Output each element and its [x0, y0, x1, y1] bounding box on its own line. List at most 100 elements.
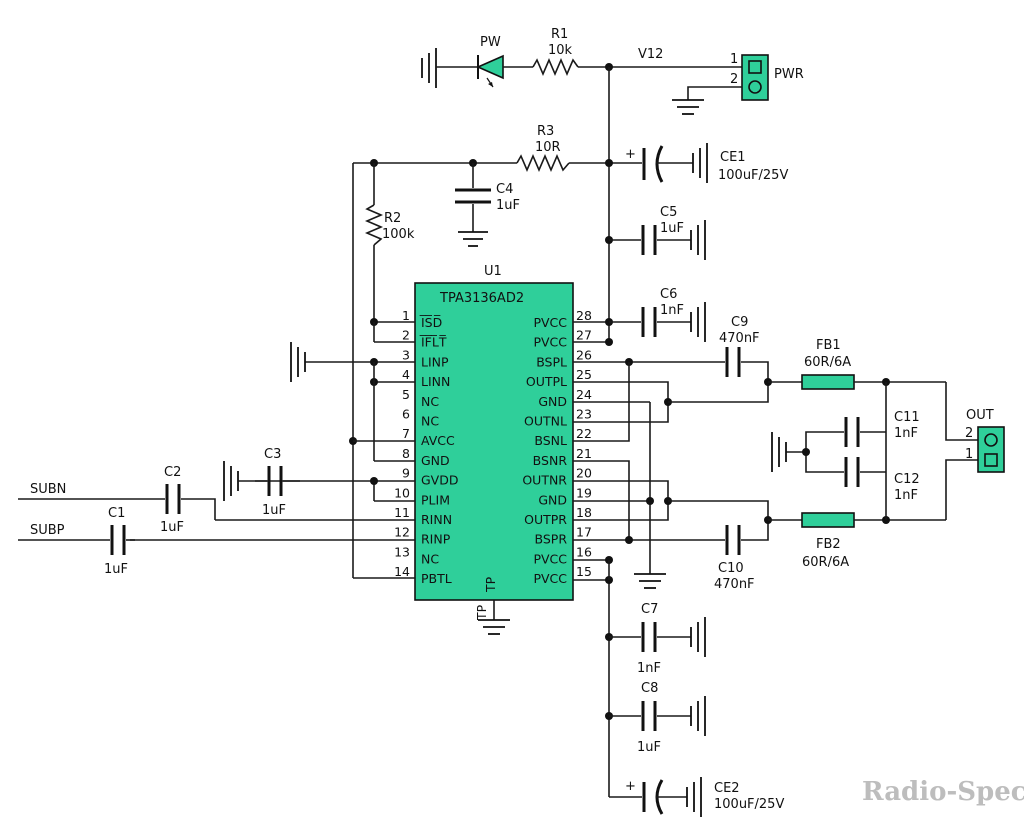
left-pin-name: LINP [421, 354, 449, 369]
left-pin-number: 9 [402, 466, 410, 481]
pwr-pin1: 1 [730, 52, 738, 67]
c3-ref: C3 [264, 447, 281, 462]
ground-symbol-gnd-pins [634, 573, 666, 589]
resistor-r2 [364, 204, 384, 246]
watermark: Radio-Spec [862, 777, 1024, 807]
out-pin1: 1 [965, 447, 973, 462]
ground-symbol-pwr [672, 99, 704, 115]
pwr-pin2: 2 [730, 72, 738, 87]
ground-symbol-c7 [690, 617, 706, 657]
resistor-r3 [516, 153, 570, 173]
subp-label: SUBP [30, 523, 65, 538]
right-pin-number: 21 [576, 446, 592, 461]
capacitor-c5 [641, 225, 657, 255]
ground-symbol-linp [290, 342, 306, 382]
right-pin-number: 28 [576, 308, 592, 323]
ground-symbol-tp [478, 619, 510, 635]
left-pin-number: 7 [402, 426, 410, 441]
ce1-plus: + [625, 147, 636, 162]
c10-ref: C10 [718, 561, 744, 576]
right-pin-name: OUTPR [524, 512, 567, 527]
capacitor-c11 [844, 417, 860, 447]
left-pin-name: GVDD [421, 473, 459, 488]
c10-value: 470nF [714, 577, 755, 592]
capacitor-c6 [641, 307, 657, 337]
right-pin-name: PVCC [533, 571, 567, 586]
subn-label: SUBN [30, 482, 66, 497]
r2-ref: R2 [384, 211, 401, 226]
right-pin-number: 27 [576, 328, 592, 343]
out-label: OUT [966, 408, 994, 423]
c9-value: 470nF [719, 331, 760, 346]
left-pin-number: 10 [394, 485, 410, 500]
right-pin-name: BSNL [534, 433, 567, 448]
left-pin-name: LINN [421, 374, 450, 389]
pwr-connector [741, 54, 769, 101]
left-pin-name: I̅S̅D̅ [419, 315, 442, 330]
c11-value: 1nF [894, 426, 918, 441]
c11-ref: C11 [894, 410, 920, 425]
left-pin-name: AVCC [421, 433, 455, 448]
c9-ref: C9 [731, 315, 748, 330]
ground-symbol-c3 [223, 461, 239, 501]
led-pw [476, 54, 504, 88]
right-pin-name: OUTNR [522, 473, 567, 488]
right-pin-number: 25 [576, 367, 592, 382]
r1-value: 10k [548, 43, 573, 58]
c2-value: 1uF [160, 520, 184, 535]
r1-ref: R1 [551, 27, 568, 42]
right-pin-labels: 28PVCC27PVCC26BSPL25OUTPL24GND23OUTNL22B… [522, 308, 592, 586]
left-pin-number: 14 [394, 564, 410, 579]
ferrite-fb2 [801, 512, 855, 528]
left-pin-name: NC [421, 414, 439, 429]
ce2-value: 100uF/25V [714, 797, 784, 812]
ground-symbol-c6 [690, 302, 706, 342]
c6-value: 1nF [660, 303, 684, 318]
ferrite-fb1 [801, 374, 855, 390]
capacitor-c9 [725, 347, 741, 377]
out-pin2: 2 [965, 426, 973, 441]
chip-tp-label: TP [483, 576, 498, 593]
capacitor-c3 [267, 466, 283, 496]
left-pin-name: PLIM [421, 492, 450, 507]
right-pin-number: 18 [576, 505, 592, 520]
chip-tp-pin: TP [474, 604, 489, 621]
left-pin-name: GND [421, 453, 450, 468]
right-pin-number: 22 [576, 426, 592, 441]
right-pin-name: BSPR [534, 532, 567, 547]
right-pin-number: 19 [576, 485, 592, 500]
right-pin-number: 17 [576, 525, 592, 540]
left-pin-name: RINP [421, 532, 451, 547]
left-pin-number: 12 [394, 525, 410, 540]
net-v12-label: V12 [638, 47, 663, 62]
c7-ref: C7 [641, 602, 658, 617]
ground-symbol-c8 [690, 696, 706, 736]
fb1-ref: FB1 [816, 338, 841, 353]
capacitor-c12 [844, 457, 860, 487]
right-pin-name: OUTNL [524, 414, 567, 429]
ground-symbol-pw [421, 48, 437, 88]
right-pin-name: OUTPL [526, 374, 567, 389]
left-pin-name: PBTL [421, 571, 452, 586]
left-pin-name: RINN [421, 512, 452, 527]
left-pin-number: 6 [402, 407, 410, 422]
chip-ref: U1 [484, 264, 502, 279]
left-pin-number: 11 [394, 505, 410, 520]
c5-ref: C5 [660, 205, 677, 220]
out-connector [977, 426, 1005, 473]
ground-symbol-c11-c12 [771, 432, 787, 472]
c1-value: 1uF [104, 562, 128, 577]
c8-value: 1uF [637, 740, 661, 755]
left-pin-number: 3 [402, 347, 410, 362]
pwr-label: PWR [774, 67, 804, 82]
pw-label: PW [480, 35, 501, 50]
left-pin-name: NC [421, 394, 439, 409]
capacitor-c7 [641, 622, 657, 652]
capacitor-ce1 [642, 143, 708, 183]
right-pin-name: PVCC [533, 315, 567, 330]
right-pin-number: 24 [576, 387, 592, 402]
c6-ref: C6 [660, 287, 677, 302]
capacitor-c1 [110, 525, 126, 555]
